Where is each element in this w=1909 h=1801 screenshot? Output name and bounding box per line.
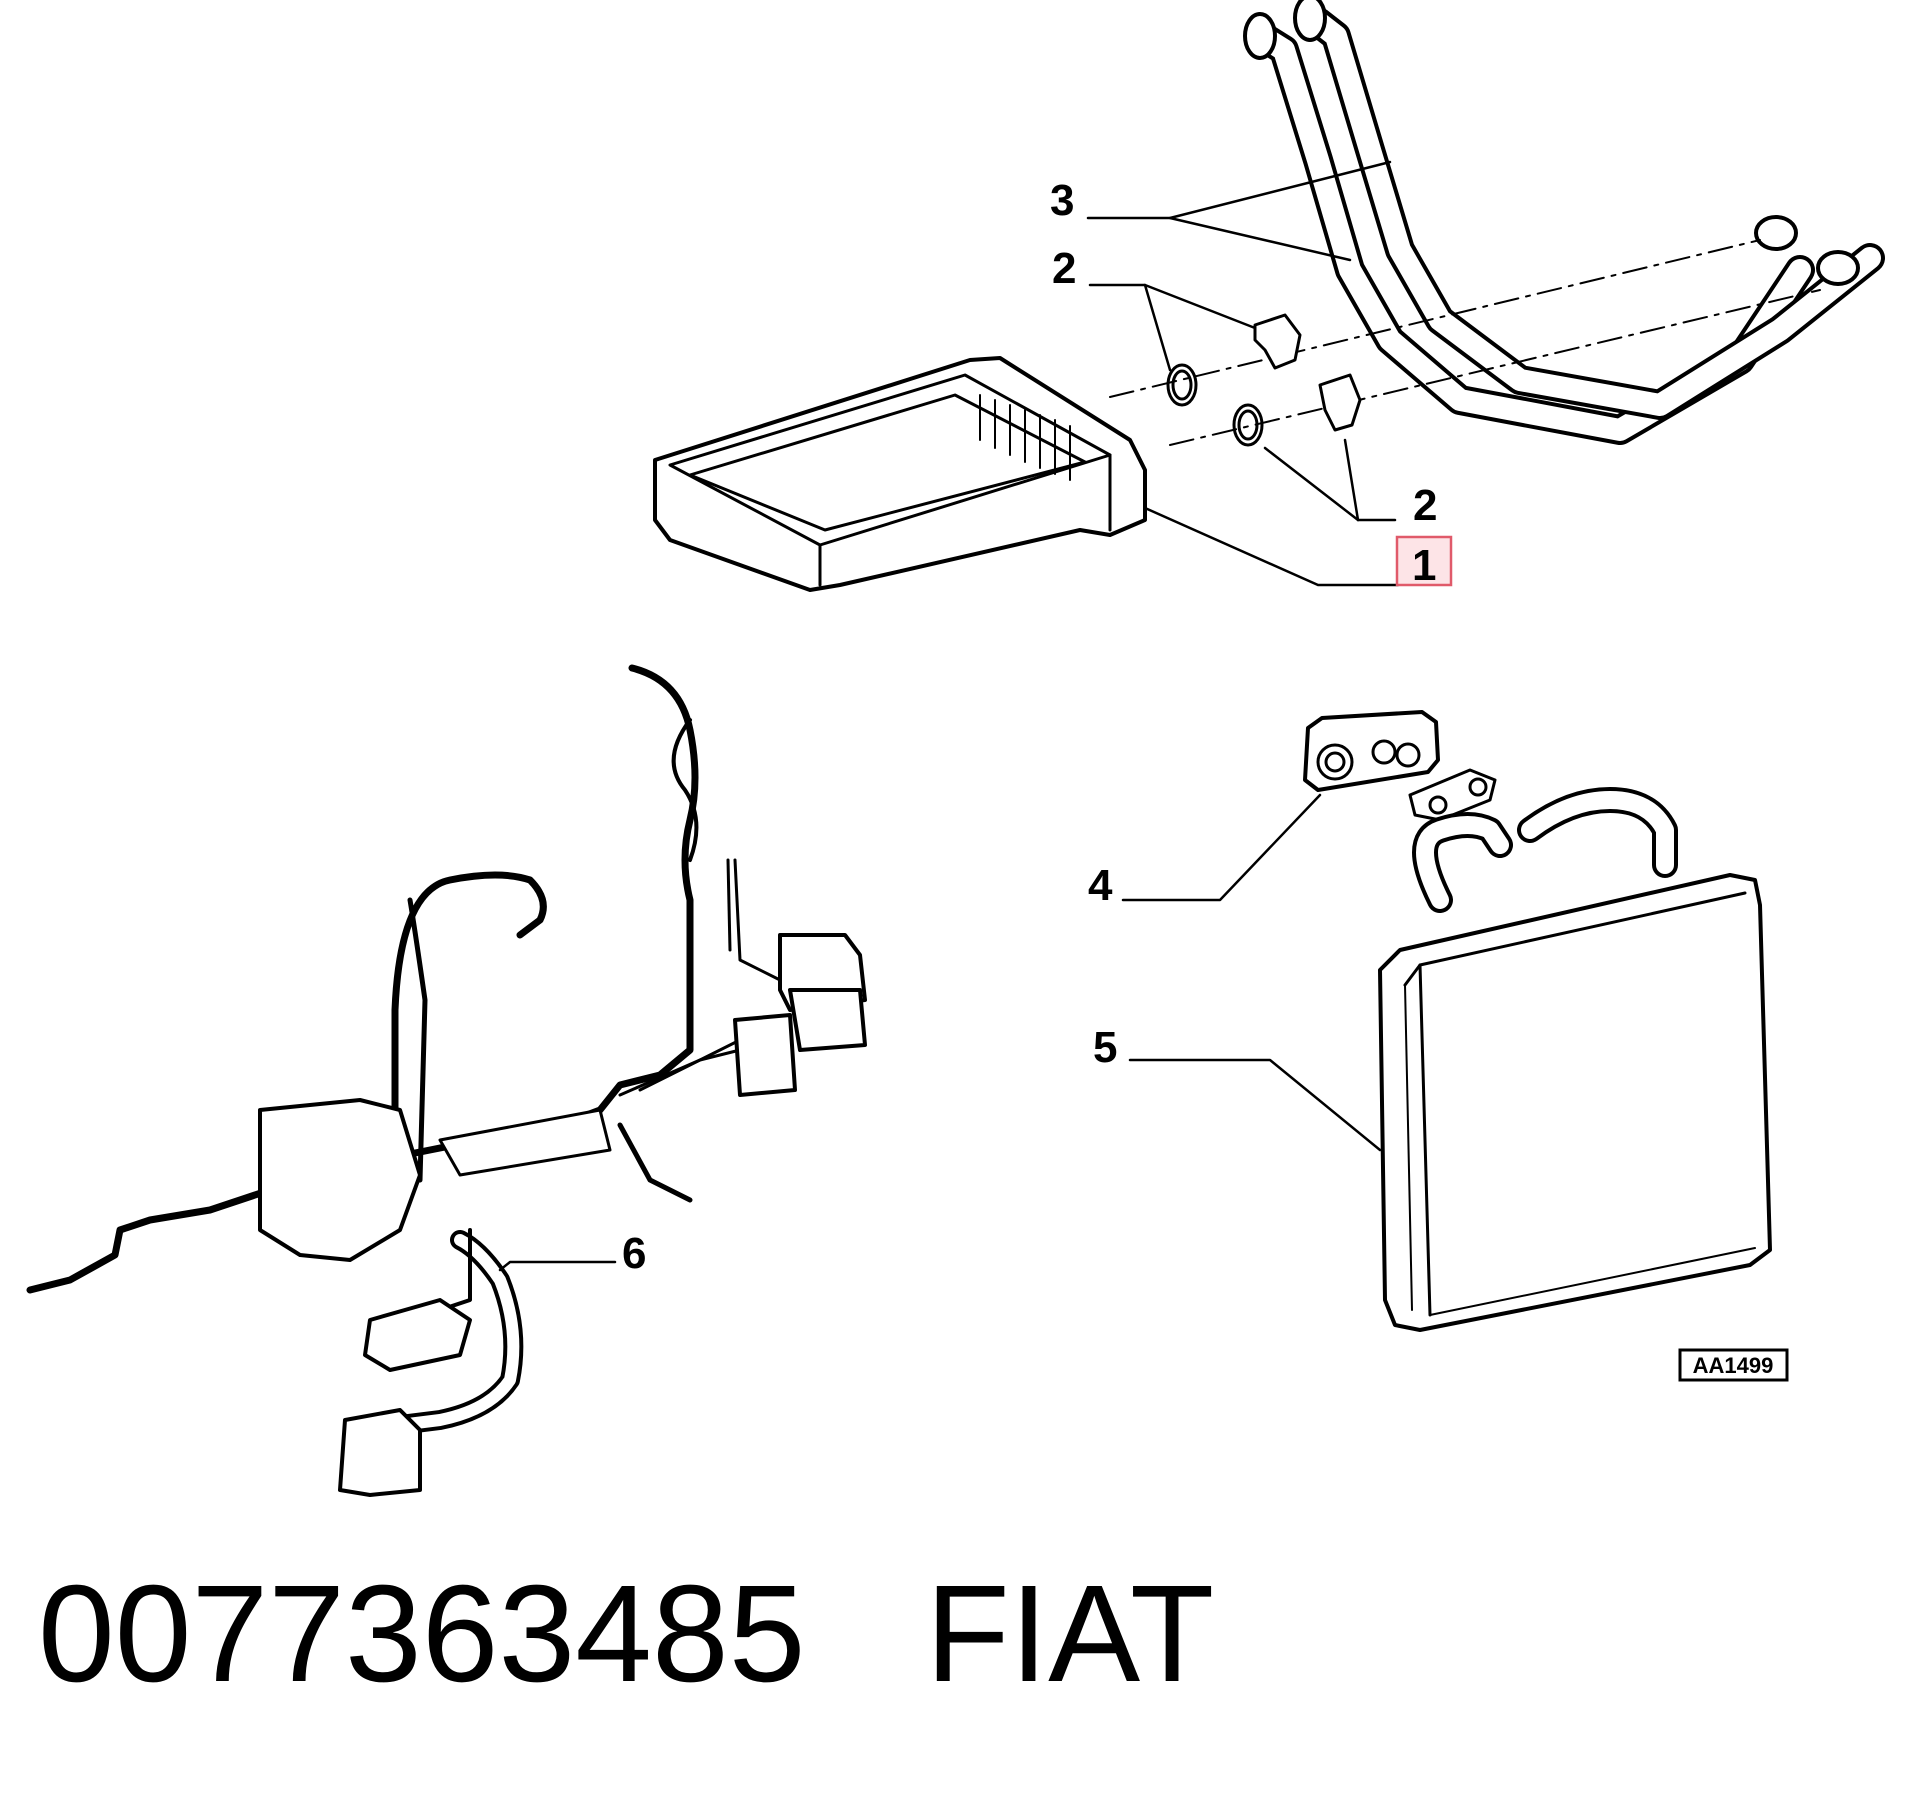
callout-2-top: 2: [1052, 244, 1076, 293]
callout-1-highlight: [1395, 535, 1453, 587]
heater-core: [653, 356, 1147, 592]
callout-3: 3: [1050, 176, 1074, 225]
wiring-harness: [26, 664, 867, 1497]
heater-pipes: [1243, 0, 1885, 445]
expansion-valve: [1303, 710, 1497, 822]
alignment-lines: [1109, 239, 1821, 446]
clips-and-seals: [1166, 313, 1362, 447]
leader-lines: [498, 160, 1400, 1272]
callout-2-bottom: 2: [1413, 481, 1437, 530]
brand-name: FIAT: [925, 1557, 1215, 1711]
evaporator: [1378, 787, 1772, 1332]
callout-4: 4: [1088, 861, 1113, 910]
part-number: 0077363485: [38, 1557, 806, 1711]
ref-code-box: [1678, 1348, 1789, 1382]
callout-1: 1: [1412, 541, 1436, 590]
ref-code: AA1499: [1693, 1353, 1774, 1378]
callout-6: 6: [622, 1229, 646, 1278]
callout-5: 5: [1093, 1023, 1117, 1072]
